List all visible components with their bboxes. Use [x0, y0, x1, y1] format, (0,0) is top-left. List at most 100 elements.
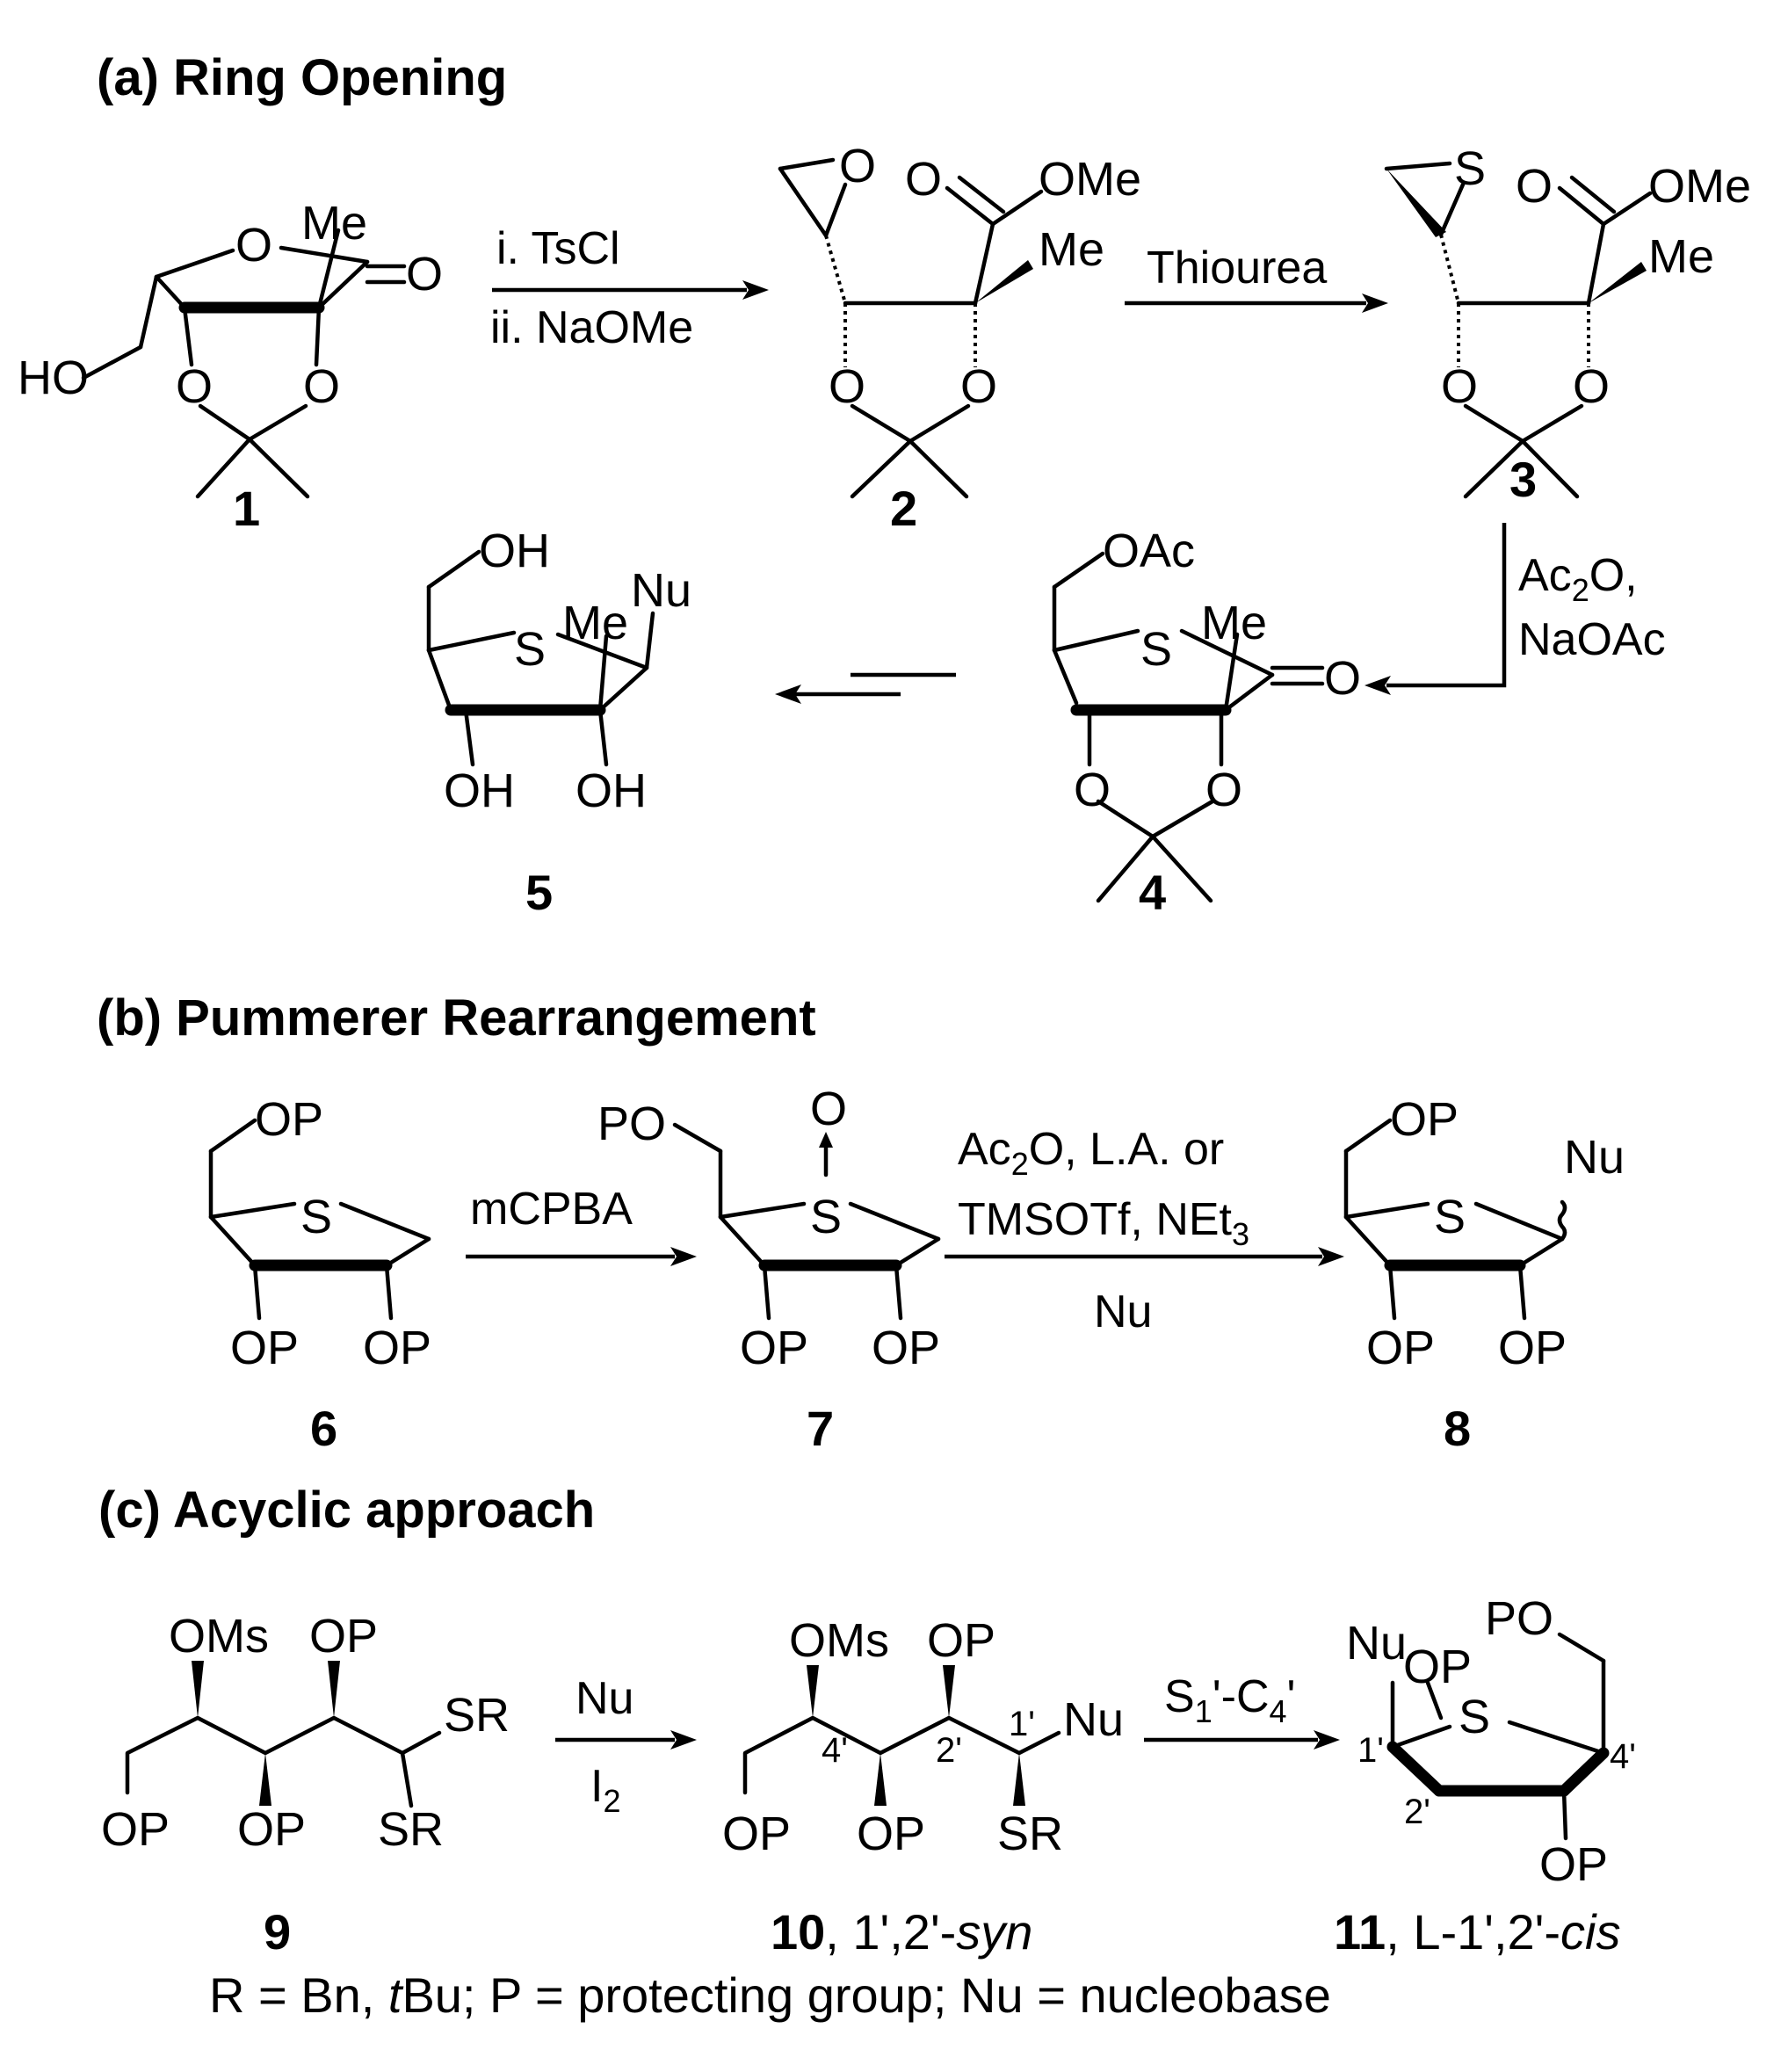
atom-op: OP — [237, 1803, 306, 1856]
compound-number: 3 — [1509, 452, 1537, 507]
compound-1: O Me O HO O O 1 — [18, 197, 443, 536]
locant-2prime: 2' — [936, 1731, 962, 1770]
reagent-thiourea: Thiourea — [1147, 243, 1327, 293]
reagent-ac2o-la: Ac2O, L.A. or — [958, 1124, 1224, 1182]
atom-o: O — [176, 360, 213, 413]
reagent-nu: Nu — [575, 1673, 633, 1724]
atom-nu: Nu — [631, 564, 691, 617]
compound-7: PO O S OP OP 7 — [597, 1083, 941, 1456]
atom-o: O — [1516, 160, 1553, 213]
section-b-title: (b) Pummerer Rearrangement — [97, 989, 816, 1047]
atom-op: OP — [101, 1803, 170, 1856]
locant-2prime: 2' — [1404, 1793, 1430, 1831]
reagent-iodine: I2 — [590, 1761, 620, 1819]
atom-op: OP — [1366, 1322, 1435, 1374]
arrow-1-to-2 — [492, 280, 769, 300]
reagent-naoac: NaOAc — [1518, 614, 1666, 665]
atom-s: S — [1454, 142, 1486, 195]
arrow-2-to-3 — [1125, 293, 1388, 313]
compound-number: 6 — [310, 1401, 337, 1456]
atom-s: S — [300, 1191, 332, 1243]
compound-number: 5 — [525, 865, 553, 920]
compound-11-label: 11, L-1',2'-cis — [1334, 1904, 1620, 1960]
compound-number: 2 — [890, 481, 917, 536]
compound-9: OMs OP SR OP OP SR 9 — [101, 1610, 510, 1960]
atom-sr: SR — [378, 1803, 444, 1856]
atom-o: O — [839, 140, 876, 192]
atom-op: OP — [363, 1322, 431, 1374]
compound-number: 1 — [233, 481, 260, 536]
atom-oh: OH — [575, 764, 647, 817]
atom-me: Me — [562, 597, 628, 649]
atom-po: PO — [1485, 1592, 1553, 1645]
locant-4prime: 4' — [1610, 1737, 1636, 1776]
reagent-naome: ii. NaOMe — [490, 302, 693, 353]
atom-me: Me — [1039, 223, 1104, 276]
reagent-s1-c4: S1'-C4' — [1164, 1671, 1295, 1729]
arrow-9-to-10 — [555, 1730, 697, 1750]
atom-op: OP — [872, 1322, 940, 1374]
atom-s: S — [1140, 623, 1172, 676]
atom-s: S — [810, 1191, 842, 1243]
atom-o: O — [406, 248, 443, 301]
atom-op: OP — [857, 1808, 925, 1860]
atom-o: O — [1205, 764, 1242, 816]
atom-o: O — [905, 153, 942, 206]
compound-2: O O OMe Me O O 2 — [778, 140, 1141, 536]
reagent-tmsotf: TMSOTf, NEt3 — [958, 1194, 1249, 1252]
atom-op: OP — [230, 1322, 299, 1374]
locant-1prime: 1' — [1357, 1731, 1384, 1770]
atom-o: O — [960, 360, 997, 413]
atom-o: O — [1573, 360, 1610, 413]
reagent-nu: Nu — [1094, 1286, 1152, 1337]
atom-oms: OMs — [169, 1610, 269, 1663]
footnote: R = Bn, tBu; P = protecting group; Nu = … — [209, 1967, 1331, 2023]
atom-op: OP — [1498, 1322, 1567, 1374]
atom-po: PO — [597, 1098, 666, 1150]
locant-1prime: 1' — [1009, 1705, 1035, 1743]
section-a-title: (a) Ring Opening — [97, 49, 507, 106]
compound-5: OH S Me Nu OH OH 5 — [426, 525, 691, 920]
section-c-title: (c) Acyclic approach — [98, 1482, 595, 1539]
atom-nu: Nu — [1346, 1617, 1407, 1670]
arrow-10-to-11 — [1144, 1730, 1340, 1750]
compound-3: S O OMe Me O O 3 — [1384, 142, 1751, 507]
atom-me: Me — [1201, 597, 1267, 649]
compound-4: OAc S Me O O O 4 — [1052, 525, 1361, 920]
arrow-6-to-7 — [466, 1247, 697, 1266]
arrow-7-to-8 — [945, 1247, 1344, 1266]
compound-number: 4 — [1139, 865, 1166, 920]
reagent-ac2o: Ac2O, — [1518, 550, 1638, 608]
atom-me: Me — [1648, 230, 1714, 283]
atom-o: O — [1441, 360, 1478, 413]
compound-6: OP S OP OP 6 — [208, 1093, 431, 1456]
compound-11: Nu OP S PO 1' 2' 4' OP — [1346, 1592, 1636, 1891]
atom-ho: HO — [18, 351, 89, 404]
atom-op: OP — [927, 1614, 995, 1667]
arrow-4-to-5 — [775, 672, 956, 704]
compound-number: 9 — [264, 1904, 291, 1960]
atom-oh: OH — [444, 764, 515, 817]
atom-nu: Nu — [1564, 1131, 1625, 1184]
atom-oh: OH — [479, 525, 550, 577]
atom-me: Me — [301, 197, 367, 250]
atom-ome: OMe — [1648, 160, 1751, 213]
compound-number: 8 — [1444, 1401, 1471, 1456]
atom-op: OP — [1403, 1641, 1472, 1693]
atom-o: O — [1324, 652, 1361, 705]
atom-op: OP — [740, 1322, 808, 1374]
compound-10-label: 10, 1',2'-syn — [771, 1904, 1032, 1960]
locant-4prime: 4' — [822, 1731, 848, 1770]
atom-op: OP — [1539, 1838, 1608, 1891]
atom-op: OP — [255, 1093, 323, 1146]
atom-o: O — [1074, 764, 1111, 816]
atom-s: S — [514, 623, 546, 676]
atom-oac: OAc — [1103, 525, 1195, 577]
atom-s: S — [1434, 1191, 1466, 1243]
atom-op: OP — [309, 1610, 378, 1663]
atom-sr: SR — [997, 1808, 1063, 1860]
atom-oms: OMs — [789, 1614, 889, 1667]
atom-o: O — [829, 360, 865, 413]
atom-o: O — [235, 219, 272, 272]
